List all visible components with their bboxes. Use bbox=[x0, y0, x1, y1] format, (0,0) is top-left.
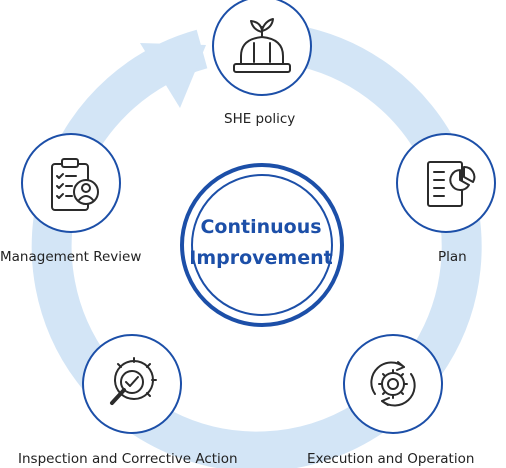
node-circle-she-policy bbox=[212, 0, 312, 96]
document-pie-chart-icon bbox=[427, 161, 476, 207]
hard-hat-sprout-icon bbox=[233, 18, 291, 73]
clipboard-person-icon bbox=[51, 158, 99, 211]
cycle-arrowhead bbox=[140, 43, 206, 108]
node-circle-management bbox=[21, 133, 121, 233]
label-plan: Plan bbox=[438, 249, 467, 265]
node-circle-plan bbox=[396, 133, 496, 233]
gear-magnifier-check-icon bbox=[110, 357, 157, 405]
label-inspection-and-corrective-action: Inspection and Corrective Action bbox=[18, 451, 238, 467]
gear-cycle-icon bbox=[370, 361, 416, 407]
node-circle-execution bbox=[343, 334, 443, 434]
center-inner-ring bbox=[191, 174, 333, 316]
label-execution-and-operation: Execution and Operation bbox=[307, 451, 475, 467]
label-she-policy: SHE policy bbox=[224, 111, 296, 127]
center-title: Continuous Improvement bbox=[186, 212, 336, 274]
center-title-line-2: Improvement bbox=[189, 247, 333, 269]
center-title-line-1: Continuous bbox=[200, 216, 322, 238]
label-management-review: Management Review bbox=[0, 249, 142, 265]
